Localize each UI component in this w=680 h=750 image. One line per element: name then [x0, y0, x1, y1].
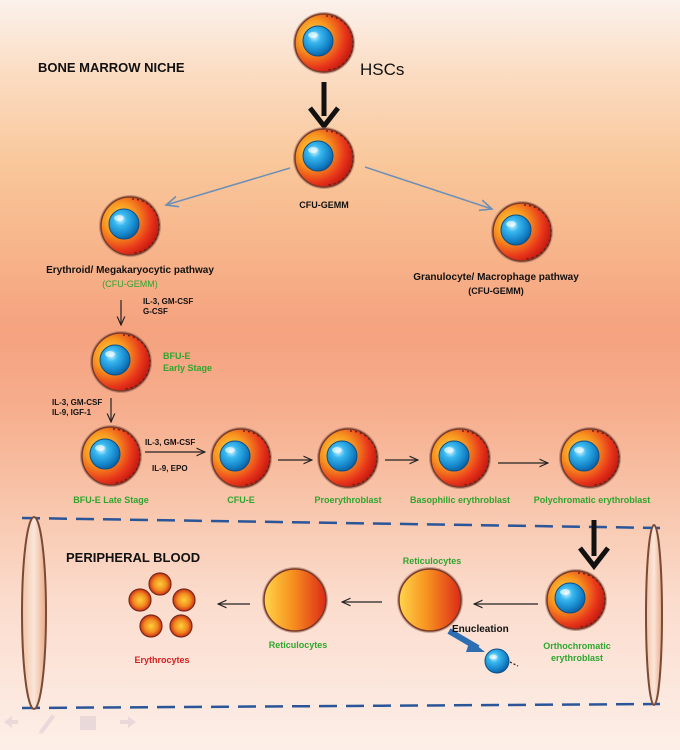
hscs-label: HSCs	[360, 60, 405, 79]
reticulocytes-bottom-label: Reticulocytes	[268, 640, 328, 650]
orthochromatic-erythroblast-label: Orthochromatic erythroblast	[543, 641, 611, 663]
bone-marrow-title: BONE MARROW NICHE	[38, 60, 185, 75]
bfu-e-early-label: BFU-E Early Stage	[163, 351, 213, 373]
pen-icon	[39, 714, 55, 734]
erythroid-pathway-sub: (CFU-GEMM)	[102, 279, 158, 289]
growth-factors-2: IL-3, GM-CSF IL-9, IGF-1	[52, 398, 103, 417]
expelled-nucleus	[484, 648, 519, 674]
erythrocyte-cells	[128, 572, 196, 638]
faint-toolbar	[4, 714, 136, 734]
stage-polychromatic-erythroblast: Polychromatic erythroblast	[533, 495, 651, 505]
reticulocyte-cells	[262, 567, 463, 633]
back-arrow-icon	[4, 716, 18, 728]
arrows	[111, 82, 610, 652]
forward-arrow-icon	[120, 716, 136, 728]
stage-bfu-e-late: BFU-E Late Stage	[73, 495, 149, 505]
menu-icon	[80, 716, 96, 730]
growth-factors-3-top: IL-3, GM-CSF	[145, 438, 196, 447]
blood-vessel	[21, 516, 663, 710]
stage-cfu-e: CFU-E	[227, 495, 255, 505]
erythroid-pathway-label: Erythroid/ Megakaryocytic pathway	[46, 265, 214, 276]
growth-factors-3-bottom: IL-9, EPO	[152, 464, 188, 473]
granulocyte-pathway-sub: (CFU-GEMM)	[468, 286, 524, 296]
enucleation-label: Enucleation	[452, 624, 509, 635]
reticulocytes-top-label: Reticulocytes	[402, 556, 462, 566]
granulocyte-pathway-label: Granulocyte/ Macrophage pathway	[413, 272, 579, 283]
cfu-gemm-label: CFU-GEMM	[299, 200, 349, 210]
erythrocytes-label: Erythrocytes	[134, 655, 190, 665]
peripheral-blood-title: PERIPHERAL BLOOD	[66, 550, 201, 565]
growth-factors-1: IL-3, GM-CSF G-CSF	[143, 297, 194, 316]
stage-proerythroblast: Proerythroblast	[314, 495, 382, 505]
cells	[79, 11, 622, 632]
stage-basophilic-erythroblast: Basophilic erythroblast	[409, 495, 511, 505]
